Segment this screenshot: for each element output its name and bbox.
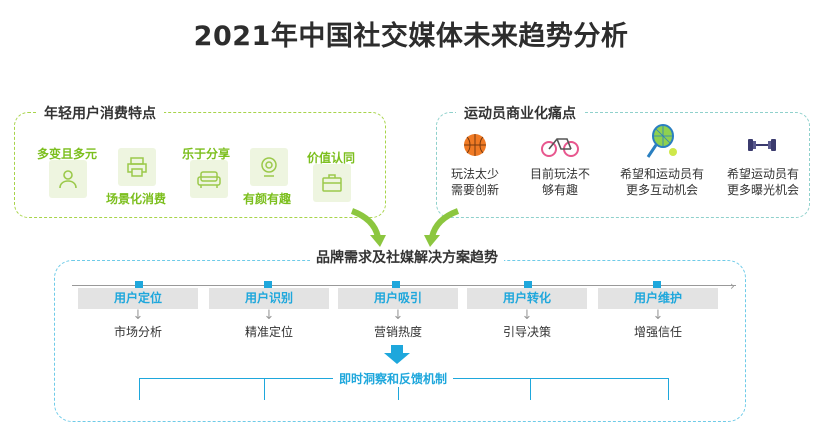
tennis-icon	[645, 124, 679, 164]
step-5-result: 增强信任	[633, 325, 682, 339]
painpoint-4-line1: 希望运动员有	[726, 167, 799, 181]
feedback-branch	[398, 378, 399, 400]
step-2-down-arrow-icon: ↓	[263, 308, 275, 323]
flow-arrow-head-icon: ›	[730, 279, 735, 293]
blue-down-arrow-icon	[384, 345, 410, 364]
printer-icon	[118, 148, 156, 186]
basketball-icon	[462, 132, 488, 162]
page-title: 2021年中国社交媒体未来趋势分析	[193, 21, 629, 52]
step-1-down-arrow-icon: ↓	[132, 308, 144, 323]
consumer-features-title: 年轻用户消费特点	[36, 103, 164, 123]
step-marker	[264, 281, 272, 288]
step-marker	[392, 281, 400, 288]
athlete-painpoints-box	[436, 112, 810, 218]
painpoint-1-line1: 玩法太少	[450, 167, 499, 181]
painpoint-3-line2: 更多互动机会	[625, 183, 698, 197]
step-4-down-arrow-icon: ↓	[521, 308, 533, 323]
camera-icon	[250, 148, 288, 186]
painpoint-2: 目前玩法不 够有趣	[522, 166, 598, 198]
consumer-features-box	[14, 112, 386, 218]
step-marker	[524, 281, 532, 288]
painpoint-4-line2: 更多曝光机会	[726, 183, 799, 197]
painpoint-3-line1: 希望和运动员有	[619, 167, 704, 181]
step-5-label: 用户维护	[598, 288, 718, 309]
dumbbell-icon	[746, 135, 778, 159]
painpoint-2-line2: 够有趣	[541, 183, 578, 197]
flow-line	[72, 285, 736, 286]
step-marker	[653, 281, 661, 288]
step-4-result: 引导决策	[502, 325, 551, 339]
painpoint-4: 希望运动员有 更多曝光机会	[718, 166, 808, 198]
athlete-painpoints-title: 运动员商业化痛点	[456, 103, 584, 123]
feature-label-value: 价值认同	[307, 151, 356, 165]
painpoint-1-line2: 需要创新	[450, 183, 499, 197]
step-2-result: 精准定位	[244, 325, 293, 339]
step-marker	[135, 281, 143, 288]
feedback-branch	[139, 378, 140, 400]
step-4-label: 用户转化	[467, 288, 587, 309]
step-5-down-arrow-icon: ↓	[652, 308, 664, 323]
sofa-icon	[190, 160, 228, 198]
step-1-result: 市场分析	[113, 325, 162, 339]
feedback-branch	[530, 378, 531, 400]
bicycle-icon	[540, 134, 580, 162]
painpoint-2-line1: 目前玩法不	[529, 167, 590, 181]
trend-title: 品牌需求及社媒解决方案趋势	[310, 247, 504, 267]
painpoint-3: 希望和运动员有 更多互动机会	[614, 166, 710, 198]
feedback-branch	[668, 378, 669, 400]
feature-label-fun: 有颜有趣	[243, 192, 292, 206]
step-3-label: 用户吸引	[338, 288, 458, 309]
step-3-result: 营销热度	[373, 325, 422, 339]
feature-label-share: 乐于分享	[182, 147, 231, 161]
step-3-down-arrow-icon: ↓	[392, 308, 404, 323]
briefcase-icon	[313, 164, 351, 202]
feature-label-diverse: 多变且多元	[37, 147, 98, 161]
painpoint-1: 玩法太少 需要创新	[440, 166, 510, 198]
converge-arrows	[350, 208, 460, 247]
step-1-label: 用户定位	[78, 288, 198, 309]
feedback-label: 即时洞察和反馈机制	[333, 370, 454, 387]
feedback-branch	[264, 378, 265, 400]
step-2-label: 用户识别	[209, 288, 329, 309]
person-icon	[49, 160, 87, 198]
feature-label-scenario: 场景化消费	[106, 192, 167, 206]
